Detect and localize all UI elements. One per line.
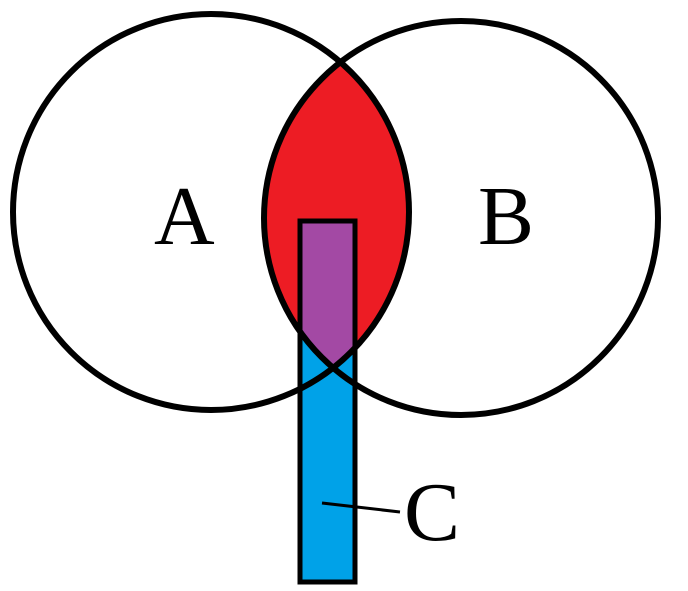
intersection-a-b: [264, 21, 409, 410]
circle-a: [10, 11, 412, 413]
label-c-leader-line: [321, 501, 401, 514]
label-a: A: [154, 170, 215, 263]
set-c-outline: [297, 218, 358, 585]
circle-b: [261, 18, 661, 418]
label-b: B: [478, 170, 534, 263]
label-c: C: [404, 466, 460, 559]
